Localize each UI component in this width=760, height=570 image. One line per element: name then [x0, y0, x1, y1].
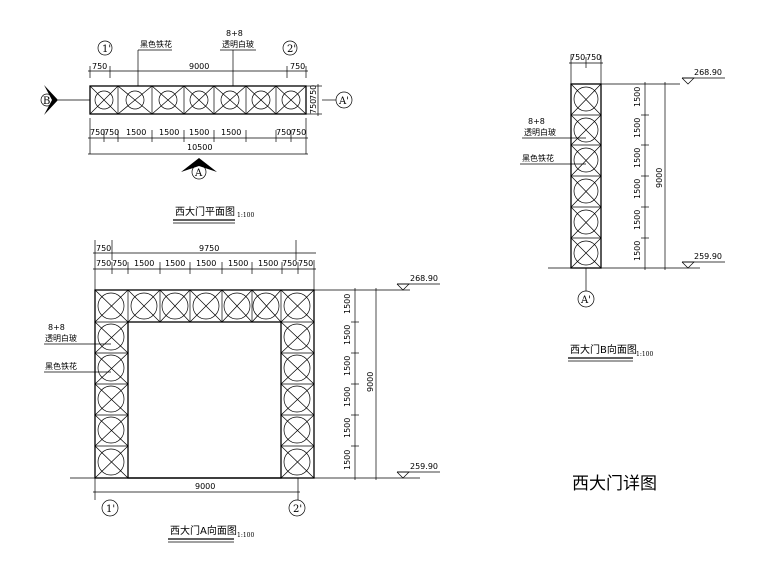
- elev-a-dim-bottom: 9000: [195, 482, 215, 491]
- plan-dim-bottom-7: 750: [276, 128, 291, 137]
- elev-b-level-top: 268.90: [694, 68, 722, 77]
- plan-dim-top-2: 9000: [189, 62, 209, 71]
- section-b-bubble: [40, 93, 54, 107]
- elev-b-dim-top-2: 750: [586, 53, 601, 62]
- elev-a-dim-right-6: 1500: [343, 450, 352, 470]
- elevation-b-view: 750 750 8+8 透明白玻 黑色铁花: [520, 53, 725, 362]
- callout-pattern: 黑色铁花: [140, 39, 172, 49]
- elev-a-title: 西大门A向面图: [170, 524, 237, 537]
- plan-dim-bottom-2: 750: [104, 128, 119, 137]
- elev-b-dim-height: 9000: [655, 168, 664, 188]
- axis-bubble-1: [97, 40, 113, 56]
- axis-label-a-prime: A': [338, 96, 349, 107]
- elev-a-dim-right-1: 1500: [343, 294, 352, 314]
- sheet-title: 西大门详图: [572, 474, 657, 494]
- elev-a-callout-glass-thickness: 8+8: [48, 323, 65, 332]
- section-b-label: B: [43, 96, 50, 107]
- elev-b-callout-glass-thickness: 8+8: [528, 117, 545, 126]
- elev-a-callout-glass-type: 透明白玻: [45, 333, 77, 343]
- elev-b-dim-right-1: 1500: [633, 87, 642, 107]
- elev-a-axis-bubble-2: [288, 499, 306, 517]
- elev-b-axis-bubble: [577, 290, 595, 308]
- section-a-label: A: [194, 168, 203, 179]
- elev-b-title: 西大门B向面图: [570, 343, 637, 356]
- plan-scale: 1:100: [237, 212, 254, 219]
- elev-a-axis-label-2: 2': [293, 504, 302, 515]
- elev-a-dim-r2-1: 750: [96, 259, 111, 268]
- axis-bubble-a-prime: [335, 91, 353, 109]
- elev-a-axis-bubble-1: [101, 499, 119, 517]
- elev-a-dim-height: 9000: [366, 372, 375, 392]
- elev-a-dim-r2-6: 1500: [228, 259, 248, 268]
- axis-label-1: 1': [102, 44, 111, 55]
- plan-dim-total: 10500: [187, 143, 212, 152]
- elev-a-dim-r2-9: 750: [298, 259, 313, 268]
- elev-b-column: [570, 83, 602, 269]
- elev-b-dim-right-4: 1500: [633, 179, 642, 199]
- callout-glass-thickness: 8+8: [226, 29, 243, 38]
- plan-dim-bottom-1: 750: [90, 128, 105, 137]
- elev-b-callout-glass-type: 透明白玻: [524, 127, 556, 137]
- elev-a-dim-right-5: 1500: [343, 418, 352, 438]
- elev-a-level-bottom: 259.90: [410, 462, 438, 471]
- elev-b-level-bottom: 259.90: [694, 252, 722, 261]
- elev-a-scale: 1:100: [237, 532, 254, 539]
- elev-a-axis-label-1: 1': [106, 504, 115, 515]
- elev-b-axis-label: A': [580, 295, 591, 306]
- elev-a-dim-right-4: 1500: [343, 387, 352, 407]
- elev-b-dim-right-5: 1500: [633, 210, 642, 230]
- elev-a-dim-right-2: 1500: [343, 325, 352, 345]
- elev-a-dim-r2-7: 1500: [258, 259, 278, 268]
- axis-label-2: 2': [287, 44, 296, 55]
- elev-a-dim-r1-1: 750: [96, 244, 111, 253]
- plan-dim-bottom-6: 1500: [221, 128, 241, 137]
- section-a-bubble: [191, 164, 207, 180]
- plan-cells: [89, 85, 307, 115]
- elev-a-dim-r2-8: 750: [282, 259, 297, 268]
- plan-dim-bottom-3: 1500: [126, 128, 146, 137]
- elev-a-callout-pattern: 黑色铁花: [45, 361, 77, 371]
- plan-title: 西大门平面图: [175, 205, 235, 218]
- elev-a-dim-right-3: 1500: [343, 356, 352, 376]
- elev-a-dim-r2-5: 1500: [196, 259, 216, 268]
- elev-a-dim-r2-3: 1500: [134, 259, 154, 268]
- elev-a-dim-r2-2: 750: [112, 259, 127, 268]
- plan-dim-right-2: 750: [309, 99, 318, 114]
- plan-dim-top-1: 750: [92, 62, 107, 71]
- elevation-a-view: 750 9750 750 750 1500 1500 1500 1500 150…: [44, 240, 440, 543]
- elev-a-dim-r1-2: 9750: [199, 244, 219, 253]
- plan-view: 1' 2' 黑色铁花 8+8 透明白玻 750 9000 750 B: [40, 29, 353, 224]
- plan-dim-bottom-5: 1500: [189, 128, 209, 137]
- plan-dim-bottom-8: 750: [291, 128, 306, 137]
- elev-a-frame: [94, 289, 315, 479]
- elev-b-scale: 1:100: [636, 351, 653, 358]
- section-b-arrow: [44, 85, 58, 115]
- elev-a-level-top: 268.90: [410, 274, 438, 283]
- callout-glass-type: 透明白玻: [222, 39, 254, 49]
- elev-b-dim-right-6: 1500: [633, 241, 642, 261]
- plan-dim-right-1: 750: [309, 85, 318, 100]
- elev-b-dim-right-3: 1500: [633, 148, 642, 168]
- elev-a-dim-r2-4: 1500: [165, 259, 185, 268]
- plan-dim-bottom-4: 1500: [159, 128, 179, 137]
- plan-dim-top-3: 750: [290, 62, 305, 71]
- axis-bubble-2: [282, 40, 298, 56]
- elev-b-callout-pattern: 黑色铁花: [522, 153, 554, 163]
- elev-b-dim-top-1: 750: [570, 53, 585, 62]
- elev-b-dim-right-2: 1500: [633, 118, 642, 138]
